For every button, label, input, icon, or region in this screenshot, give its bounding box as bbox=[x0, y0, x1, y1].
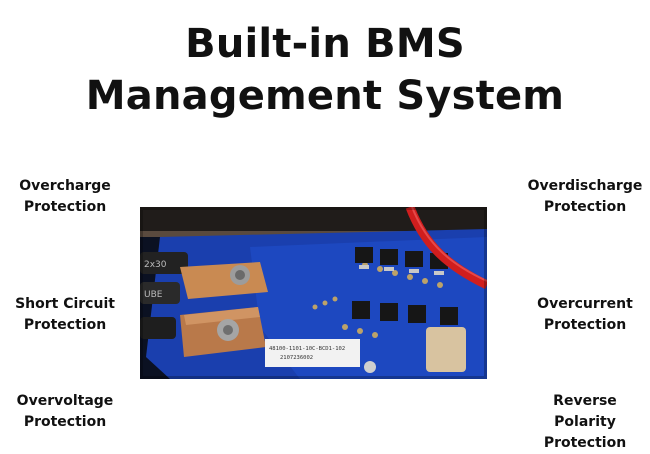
feature-overcurrent: Overcurrent Protection bbox=[537, 296, 633, 333]
cable-print-2: UBE bbox=[144, 290, 163, 300]
red-cable bbox=[405, 207, 487, 290]
pcb-pads bbox=[312, 262, 443, 338]
cable-connector-2 bbox=[140, 282, 180, 304]
board-label-line-2: 2107236002 bbox=[280, 355, 313, 361]
title-line-1: Built-in BMS bbox=[185, 21, 465, 67]
cable-print-1: 2x30 bbox=[144, 260, 167, 270]
feature-overdischarge: Overdischarge Protection bbox=[527, 178, 643, 215]
page-title: Built-in BMS Management System bbox=[0, 18, 650, 122]
feature-overcharge: Overcharge Protection bbox=[19, 178, 111, 215]
copper-shine bbox=[184, 307, 260, 325]
enclosure-top bbox=[140, 207, 487, 231]
feature-short-circuit: Short Circuit Protection bbox=[15, 296, 115, 333]
feature-overvoltage: Overvoltage Protection bbox=[16, 393, 114, 430]
cable-connector-1 bbox=[140, 252, 188, 274]
terminal-block bbox=[426, 327, 466, 372]
red-cable-shine bbox=[411, 207, 487, 282]
board-label-line-1: 48100-1101-10C-BCD1-102 bbox=[269, 346, 345, 352]
title-line-2: Management System bbox=[85, 73, 565, 119]
cable-connector-3 bbox=[140, 317, 176, 339]
board-label-sticker bbox=[265, 339, 360, 367]
bms-board-photo: 2x30 UBE 48100-1101-10C-BCD1-102 2107236… bbox=[140, 207, 487, 379]
feature-reverse-polarity: Reverse Polarity Protection bbox=[543, 393, 627, 451]
mosfet-tabs bbox=[359, 265, 444, 275]
bms-board-illustration: 2x30 UBE 48100-1101-10C-BCD1-102 2107236… bbox=[140, 207, 487, 379]
